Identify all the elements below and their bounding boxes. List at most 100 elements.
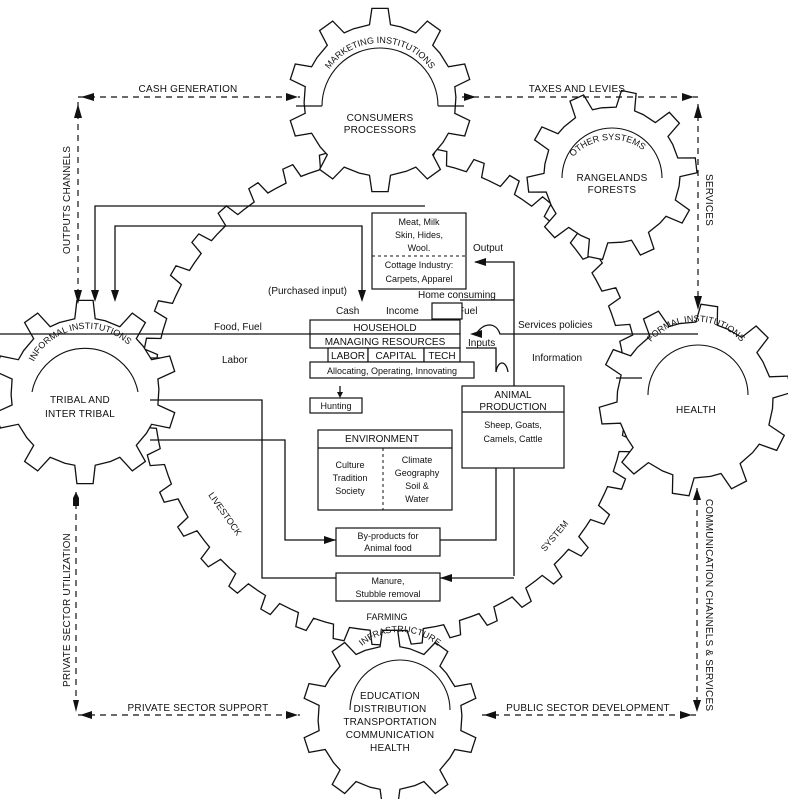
label-income: Income (386, 306, 419, 317)
arrow-icon (74, 104, 82, 118)
arrow-icon (73, 492, 79, 506)
other-inner-arc (561, 127, 663, 179)
manure-line-1: Manure, (371, 576, 404, 586)
label-fuel: Fuel (458, 306, 477, 317)
environment-box: ENVIRONMENT Culture Tradition Society Cl… (317, 429, 453, 511)
label-cash: Cash (336, 306, 359, 317)
household-subtitle: MANAGING RESOURCES (325, 337, 446, 348)
label-private-sector-utilization: PRIVATE SECTOR UTILIZATION (62, 533, 73, 687)
animal-title-2: PRODUCTION (479, 402, 546, 413)
animal-production-frame (461, 385, 565, 469)
tech-cell-label: TECH (428, 351, 455, 362)
animal-body-1: Sheep, Goats, (484, 420, 542, 430)
infrastructure-inner-arc (349, 659, 451, 711)
informal-line-1: TRIBAL AND (50, 395, 110, 406)
purchased-input-line (114, 225, 363, 300)
other-line-1: RANGELANDS (577, 173, 648, 184)
environment-title: ENVIRONMENT (345, 434, 419, 445)
inputs-curve (475, 324, 514, 335)
labor-cell-label: LABOR (331, 351, 365, 362)
arrow-icon (693, 488, 701, 500)
arrow-icon (337, 392, 343, 398)
animal-body-2: Camels, Cattle (483, 434, 542, 444)
arrow-icon (91, 290, 99, 302)
marketing-inner-arc (321, 47, 439, 107)
arrow-icon (694, 104, 702, 118)
cottage-line-1: Cottage Industry: (385, 260, 454, 270)
arrow-icon (474, 258, 486, 266)
infra-line-4: COMMUNICATION (346, 730, 435, 741)
outer-links (73, 93, 702, 719)
infra-line-1: EDUCATION (360, 691, 420, 702)
label-services-policies: Services policies (518, 320, 592, 331)
products-line-1: Meat, Milk (398, 217, 440, 227)
label-inputs: Inputs (468, 338, 495, 349)
formal-line-1: HEALTH (676, 405, 716, 416)
arrow-icon (286, 93, 298, 101)
label-private-sector-support: PRIVATE SECTOR SUPPORT (128, 703, 269, 714)
arrow-icon (464, 93, 476, 101)
infrastructure-gear: INFRASTRUCTURE EDUCATION DISTRIBUTION TR… (303, 624, 477, 799)
arrow-icon (74, 290, 82, 304)
byproducts-line-2: Animal food (364, 543, 412, 553)
flow-lines (0, 205, 698, 582)
arrow-icon (73, 700, 79, 712)
env-right-1: Climate (402, 455, 433, 465)
label-labor: Labor (222, 355, 248, 366)
animal-production-box: ANIMAL PRODUCTION Sheep, Goats, Camels, … (461, 385, 565, 469)
informal-institutions-gear: INFORMAL INSTITUTIONS TRIBAL AND INTER T… (0, 299, 176, 485)
output-return-line (475, 261, 515, 576)
products-box-frame (371, 212, 467, 290)
arrow-icon (80, 711, 92, 719)
label-communication-channels: COMMUNICATION CHANNELS & SERVICES (703, 499, 714, 712)
environment-frame (317, 429, 453, 511)
byproducts-box (335, 527, 441, 557)
env-right-4: Water (405, 494, 429, 504)
arrow-icon (440, 574, 452, 582)
household-title: HOUSEHOLD (353, 323, 416, 334)
products-line-2: Skin, Hides, (395, 230, 443, 240)
animal-title-1: ANIMAL (494, 390, 532, 401)
other-line-2: FORESTS (588, 185, 637, 196)
arrow-icon (470, 330, 482, 338)
formal-institutions-gear: FORMAL INSTITUTIONS HEALTH (598, 303, 788, 497)
label-services: SERVICES (703, 174, 714, 226)
household-actions: Allocating, Operating, Innovating (327, 366, 457, 376)
label-public-sector-development: PUBLIC SECTOR DEVELOPMENT (506, 703, 670, 714)
label-food-fuel: Food, Fuel (214, 322, 262, 333)
manure-box (335, 572, 441, 602)
fuel-box (431, 302, 463, 320)
products-line-3: Wool. (408, 243, 431, 253)
arrow-icon (324, 536, 336, 544)
products-box: Meat, Milk Skin, Hides, Wool. Cottage In… (371, 212, 467, 290)
animal-loop-curve (495, 362, 509, 373)
arrow-icon (81, 93, 94, 101)
byproducts-line-right (440, 440, 497, 541)
env-left-3: Society (335, 486, 365, 496)
env-right-3: Soil & (405, 481, 429, 491)
hunting-label: Hunting (320, 401, 351, 411)
arrow-icon (680, 711, 692, 719)
label-taxes-levies: TAXES AND LEVIES (529, 84, 626, 95)
label-purchased-input: (Purchased input) (268, 286, 347, 297)
informal-line-2: INTER TRIBAL (45, 409, 115, 420)
other-gear-outline (526, 89, 698, 261)
env-right-2: Geography (395, 468, 440, 478)
marketing-line-2: PROCESSORS (344, 125, 417, 136)
hunting-box (309, 397, 363, 414)
label-home-consuming: Home consuming (418, 290, 496, 301)
manure-line-2: Stubble removal (355, 589, 420, 599)
arrow-icon (694, 296, 702, 310)
actions-row (309, 361, 475, 379)
arrow-icon (484, 711, 496, 719)
marketing-line-1: CONSUMERS (347, 113, 414, 124)
capital-cell-label: CAPITAL (376, 351, 417, 362)
arrow-icon (286, 711, 298, 719)
byproducts-line-left (150, 439, 336, 541)
informal-gear-outline (0, 299, 176, 485)
arrow-icon (682, 93, 694, 101)
ring-label-farming: FARMING (366, 612, 407, 622)
marketing-gear-outline (289, 7, 471, 193)
arrow-icon (358, 290, 366, 302)
